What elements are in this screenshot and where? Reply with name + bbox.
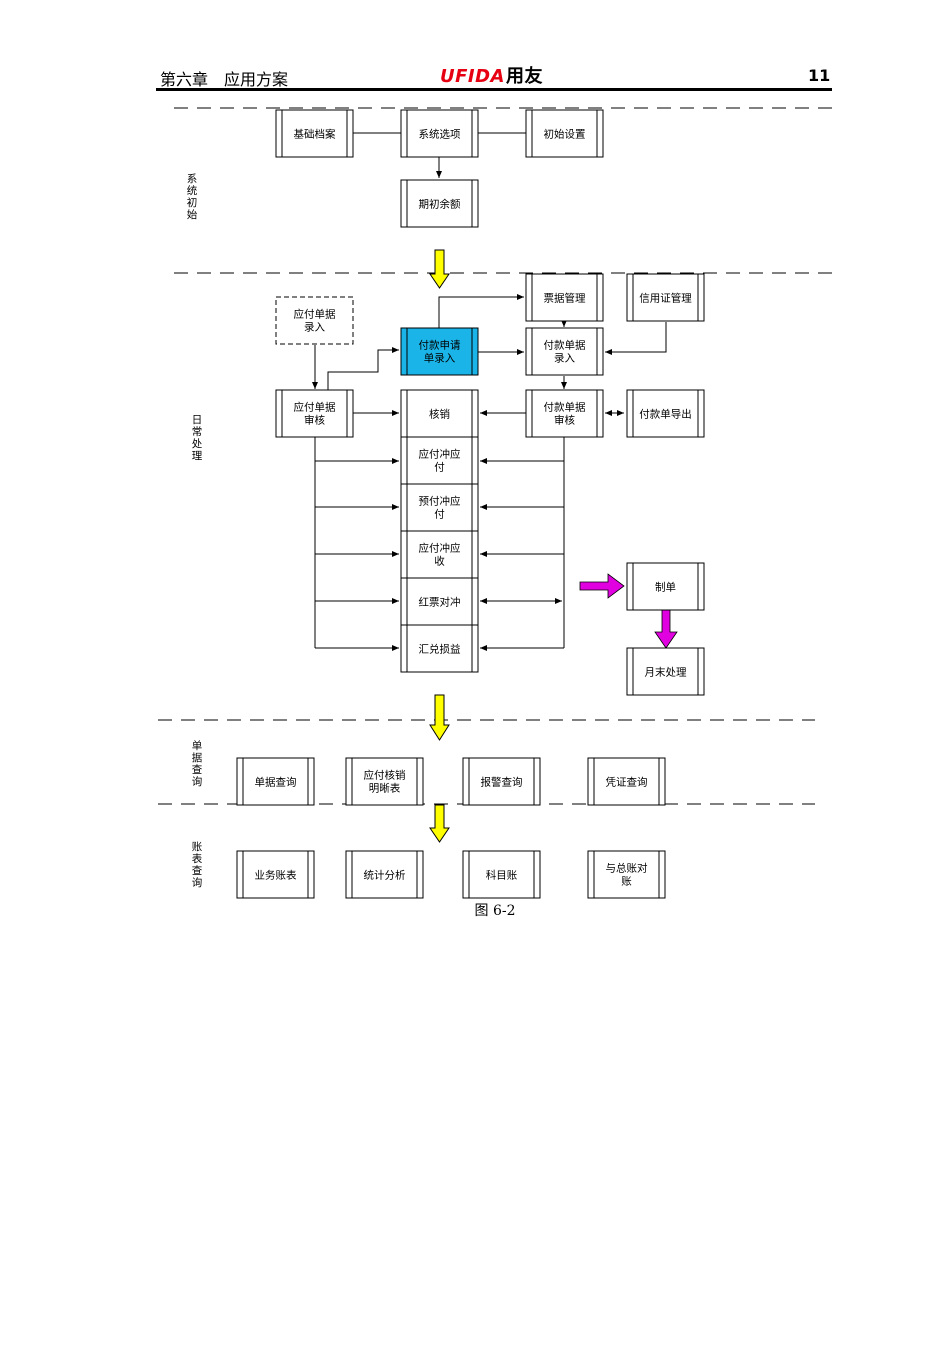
- box-label: 统计分析: [364, 869, 406, 882]
- box-label: 初始设置: [544, 128, 586, 141]
- logo-cn: 用友: [505, 66, 543, 87]
- box-letter-of-credit: 信用证管理: [626, 273, 705, 322]
- box-red-invoice-offset: 红票对冲: [400, 577, 479, 626]
- box-label: 应付单据审核: [294, 401, 336, 427]
- box-exchange-gain-loss: 汇兑损益: [400, 624, 479, 673]
- box-payment-request-entry: 付款申请单录入: [400, 327, 479, 376]
- lane-label-doc-query: 单据查询: [192, 740, 203, 788]
- box-label: 科目账: [486, 869, 518, 882]
- box-label: 付款单导出: [639, 408, 692, 421]
- box-verification-detail: 应付核销明晰表: [345, 757, 424, 806]
- page-number: 11: [808, 66, 831, 85]
- box-payment-export: 付款单导出: [626, 389, 705, 438]
- box-label: 汇兑损益: [419, 643, 461, 656]
- magenta-arrow-right: [579, 573, 625, 599]
- box-label: 付款单据审核: [544, 401, 586, 427]
- box-label: 票据管理: [544, 292, 586, 305]
- box-label: 应付冲应付: [419, 448, 461, 474]
- box-label: 期初余额: [419, 198, 461, 211]
- box-payable-doc-entry: 应付单据录入: [275, 296, 354, 345]
- header-rule: [156, 88, 832, 91]
- box-prepay-offset-payable: 预付冲应付: [400, 483, 479, 532]
- box-label: 业务账表: [255, 869, 297, 882]
- box-label: 预付冲应付: [419, 495, 461, 521]
- box-bill-management: 票据管理: [525, 273, 604, 322]
- ufida-logo: UFIDA用友: [440, 62, 543, 88]
- box-doc-query: 单据查询: [236, 757, 315, 806]
- box-month-end: 月末处理: [626, 647, 705, 696]
- logo-brand: UFIDA: [440, 66, 505, 87]
- box-initial-setup: 初始设置: [525, 109, 604, 158]
- box-payable-doc-audit: 应付单据审核: [275, 389, 354, 438]
- magenta-arrow-down: [654, 609, 678, 649]
- lane-label-daily: 日常处理: [192, 414, 203, 462]
- box-system-options: 系统选项: [400, 109, 479, 158]
- box-label: 报警查询: [481, 776, 523, 789]
- box-label: 应付冲应收: [419, 542, 461, 568]
- box-label: 应付单据录入: [294, 308, 336, 334]
- box-label: 核销: [429, 408, 450, 421]
- box-payable-offset-payable: 应付冲应付: [400, 436, 479, 485]
- yellow-arrows: [429, 249, 450, 843]
- box-label: 月末处理: [645, 666, 687, 679]
- yellow-arrow-2: [429, 694, 450, 741]
- box-voucher-query: 凭证查询: [587, 757, 666, 806]
- yellow-arrow-1: [429, 249, 450, 289]
- box-label: 系统选项: [419, 128, 461, 141]
- box-label: 单据查询: [255, 776, 297, 789]
- magenta-arrows: [579, 573, 678, 649]
- box-alert-query: 报警查询: [462, 757, 541, 806]
- box-label: 付款单据录入: [544, 339, 586, 365]
- box-voucher-creation: 制单: [626, 562, 705, 611]
- box-label: 红票对冲: [419, 596, 461, 609]
- box-label: 付款申请单录入: [419, 339, 461, 365]
- box-label: 应付核销明晰表: [364, 769, 406, 795]
- box-payment-doc-entry: 付款单据录入: [525, 327, 604, 376]
- box-statistical-analysis: 统计分析: [345, 850, 424, 899]
- box-payment-doc-audit: 付款单据审核: [525, 389, 604, 438]
- box-label: 制单: [655, 581, 676, 594]
- box-label: 凭证查询: [606, 776, 648, 789]
- yellow-arrow-3: [429, 804, 450, 843]
- lane-label-report-query: 账表查询: [192, 841, 203, 889]
- figure-caption: 图 6-2: [474, 903, 516, 919]
- lane-labels: 系统初始 日常处理 单据查询 账表查询: [187, 173, 203, 889]
- box-payable-offset-receivable: 应付冲应收: [400, 530, 479, 579]
- box-label: 与总账对账: [606, 862, 648, 888]
- box-label: 信用证管理: [639, 292, 692, 305]
- box-basic-archive: 基础档案: [275, 109, 354, 158]
- box-subject-ledger: 科目账: [462, 850, 541, 899]
- lane-label-init: 系统初始: [187, 173, 198, 221]
- connectors: [312, 132, 667, 651]
- lane-dividers: [158, 107, 832, 805]
- chapter-title: 第六章 应用方案: [160, 70, 289, 89]
- box-label: 基础档案: [294, 128, 336, 141]
- box-business-ledger: 业务账表: [236, 850, 315, 899]
- box-gl-reconciliation: 与总账对账: [587, 850, 666, 899]
- box-verification: 核销: [400, 389, 479, 438]
- box-opening-balance: 期初余额: [400, 179, 479, 228]
